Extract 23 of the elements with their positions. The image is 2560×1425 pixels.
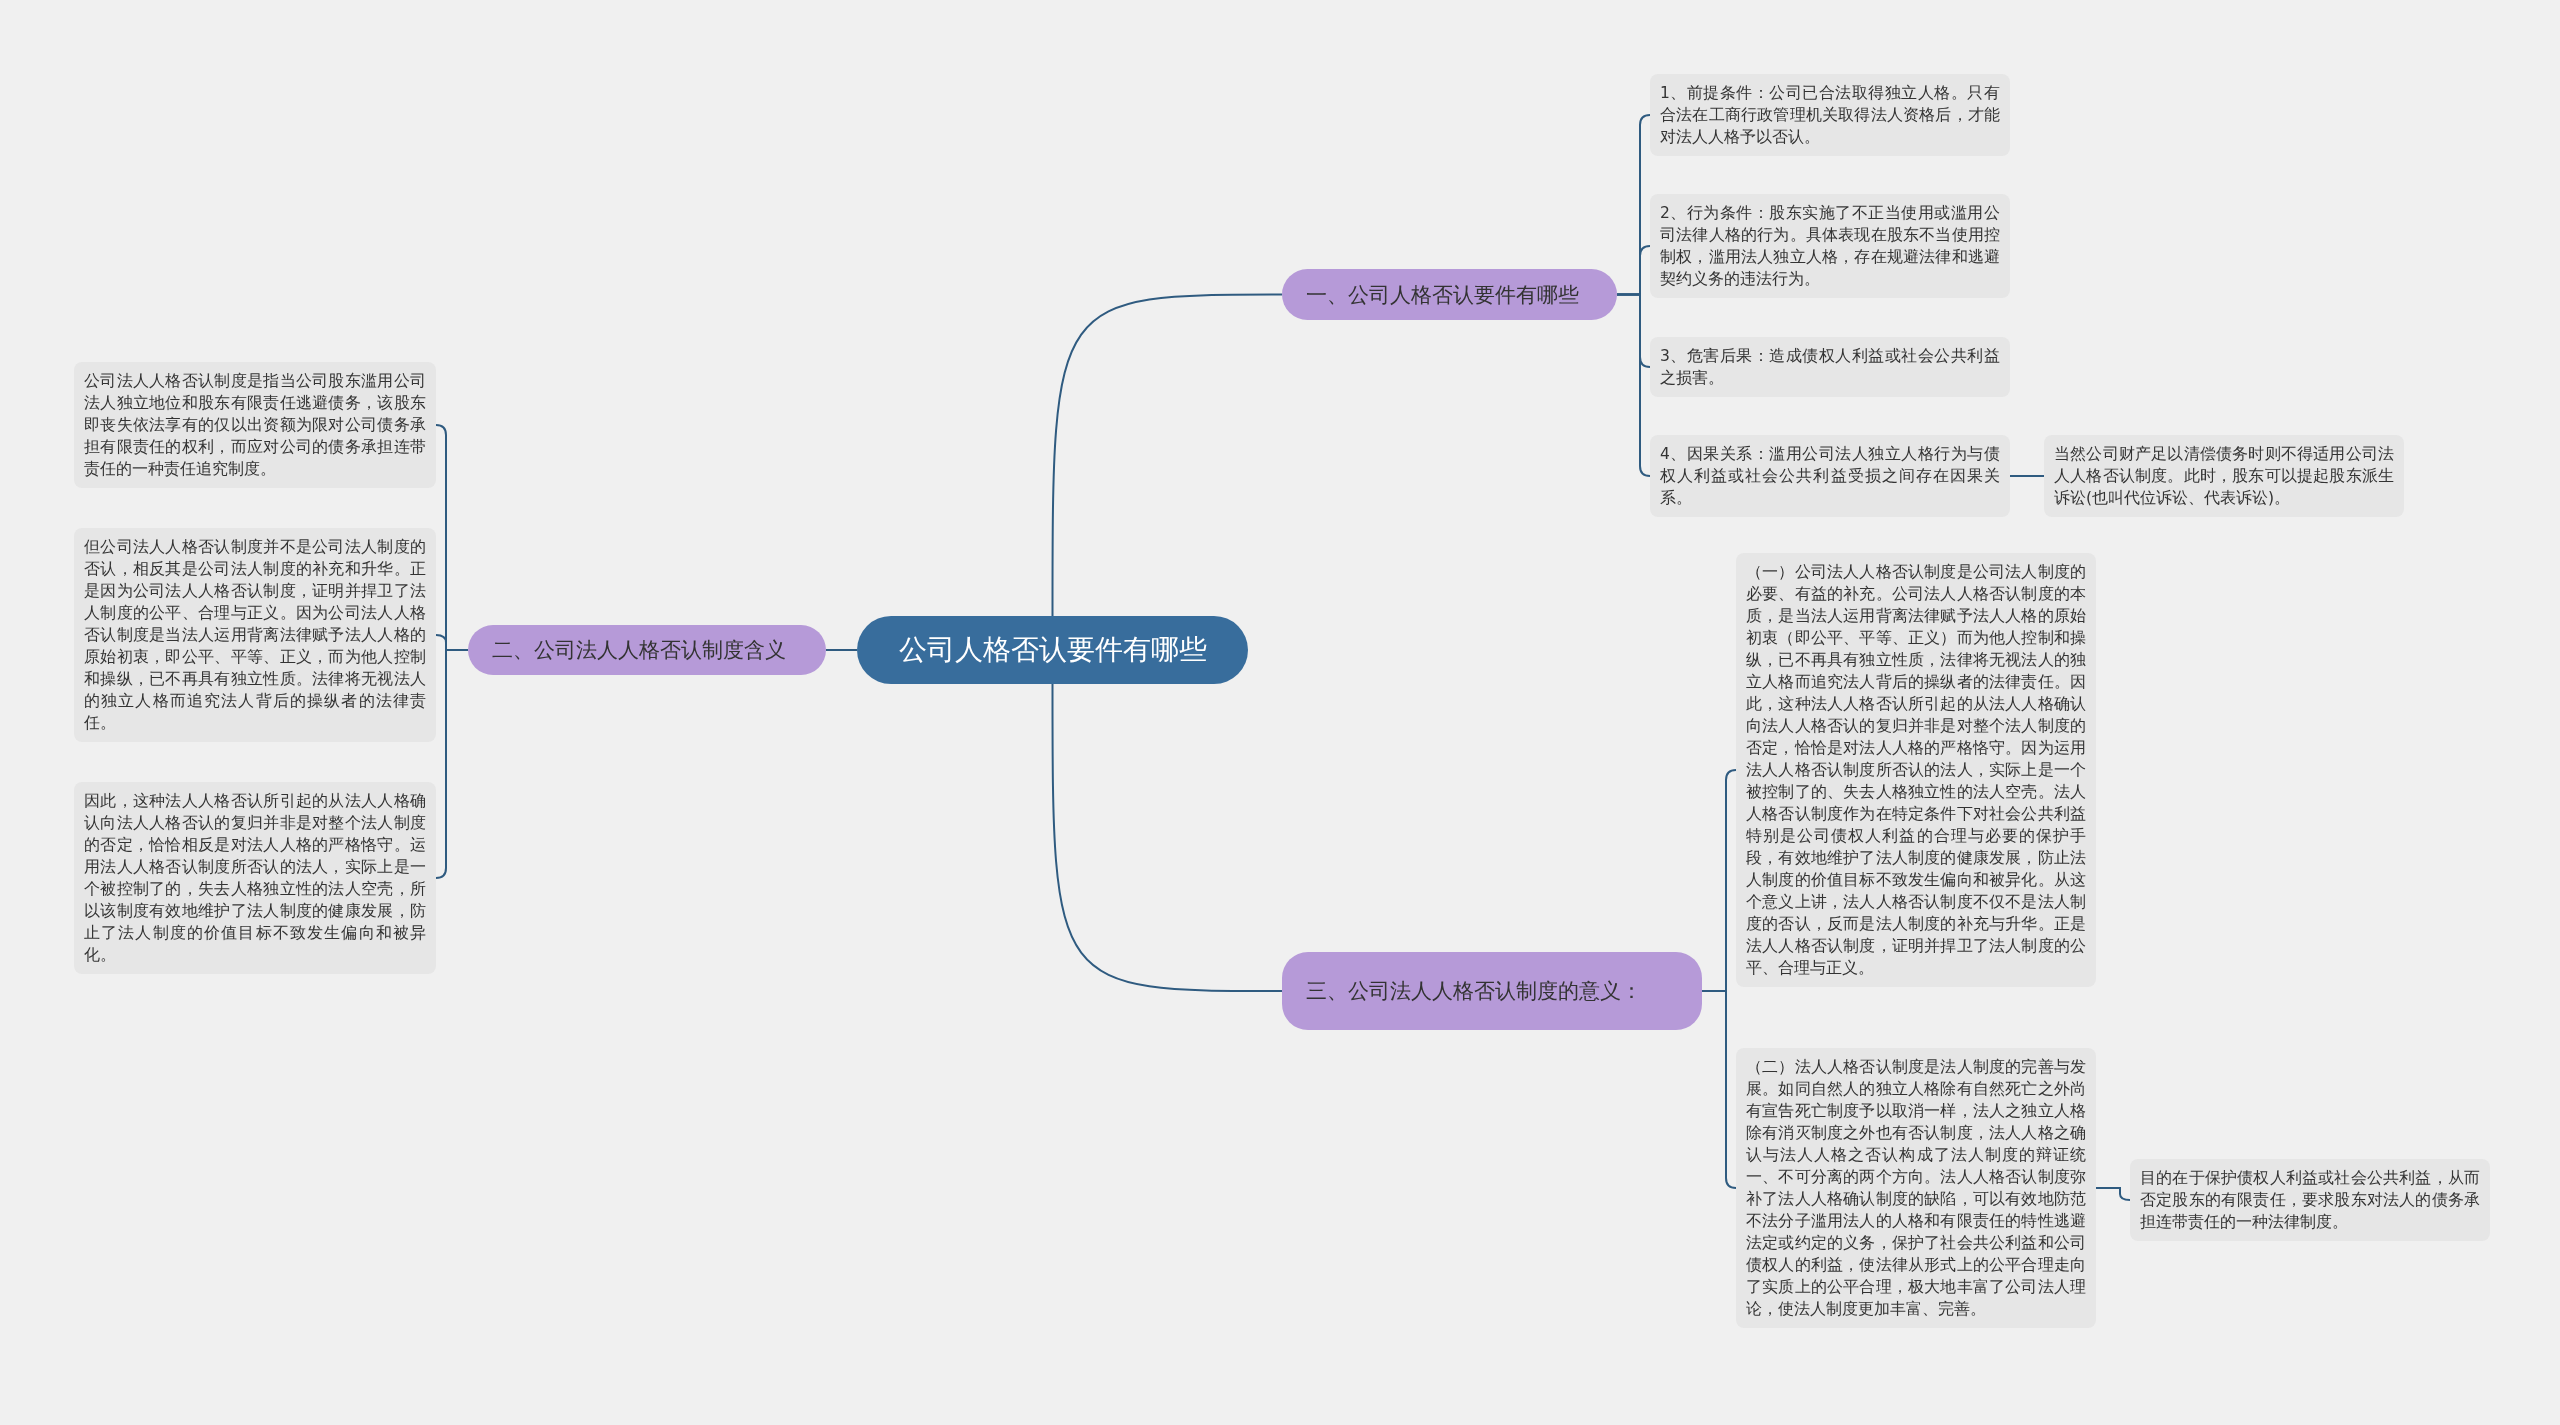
branch-topic: 二、公司法人人格否认制度含义: [468, 625, 826, 675]
connector: [2095, 1187, 2131, 1201]
connector: [2009, 475, 2045, 477]
central-topic: 公司人格否认要件有哪些: [857, 616, 1248, 684]
note-card: 1、前提条件：公司已合法取得独立人格。只有合法在工商行政管理机关取得法人资格后，才能对法人人格予以否认。: [1650, 74, 2010, 156]
note-card: 2、行为条件：股东实施了不正当使用或滥用公司法律人格的行为。具体表现在股东不当使用控制权，滥用法人独立人格，存在规避法律和逃避契约义务的违法行为。: [1650, 194, 2010, 298]
note-card: 因此，这种法人人格否认所引起的从法人人格确认向法人人格否认的复归并非是对整个法人制度的否定，恰恰相反是对法人人格的严格恪守。运用法人人格否认制度所否认的法人，实际上是一个被控制了的，失去人格独立性的法人空壳，所以该制度有效地维护了法人制度的健康发展，防止了法人制度的价值目标不致发生偏向和被异化。: [74, 782, 436, 974]
note-card: 4、因果关系：滥用公司法人独立人格行为与债权人利益或社会公共利益受损之间存在因果关系。: [1650, 435, 2010, 517]
note-card: （二）法人人格否认制度是法人制度的完善与发展。如同自然人的独立人格除有自然死亡之外尚有宣告死亡制度予以取消一样，法人之独立人格除有消灭制度之外也有否认制度，法人人格之确认与法人人格之否认构成了法人制度的辩证统一、不可分离的两个方向。法人人格否认制度弥补了法人人格确认制度的缺陷，可以有效地防范不法分子滥用法人的人格和有限责任的特性逃避法定或约定的义务，保护了社会共公利益和公司债权人的利益，使法律从形式上的公平合理走向了实质上的公平合理，极大地丰富了公司法人理论，使法人制度更加丰富、完善。: [1736, 1048, 2096, 1328]
connector: [825, 649, 858, 651]
connector: [435, 649, 469, 879]
connector: [1051, 683, 1283, 992]
note-card: 但公司法人人格否认制度并不是公司法人制度的否认，相反其是公司法人制度的补充和升华。正是因为公司法人人格否认制度，证明并捍卫了法人制度的公平、合理与正义。因为公司法人人格否认制度是当法人运用背离法律赋予法人人格的原始初衷，即公平、平等、正义，而为他人控制和操纵，已不再具有独立性质。法律将无视法人的独立人格而追究法人背后的操纵者的法律责任。: [74, 528, 436, 742]
connector: [1051, 293, 1283, 617]
note-card: 3、危害后果：造成债权人利益或社会公共利益之损害。: [1650, 337, 2010, 397]
note-card: 公司法人人格否认制度是指当公司股东滥用公司法人独立地位和股东有限责任逃避债务，该股东即丧失依法享有的仅以出资额为限对公司债务承担有限责任的权利，而应对公司的债务承担连带责任的一种责任追究制度。: [74, 362, 436, 488]
note-card: 当然公司财产足以清偿债务时则不得适用公司法人人格否认制度。此时，股东可以提起股东派生诉讼(也叫代位诉讼、代表诉讼)。: [2044, 435, 2404, 517]
note-card: 目的在于保护债权人利益或社会公共利益，从而否定股东的有限责任，要求股东对法人的债务承担连带责任的一种法律制度。: [2130, 1159, 2490, 1241]
connector: [1701, 990, 1737, 1189]
note-card: （一）公司法人人格否认制度是公司法人制度的必要、有益的补充。公司法人人格否认制度的本质，是当法人运用背离法律赋予法人人格的原始初衷（即公平、平等、正义）而为他人控制和操纵，已不再具有独立性质，法律将无视法人的独立人格而追究法人背后的操纵者的法律责任。因此，这种法人人格否认所引起的从法人人格确认向法人人格否认的复归并非是对整个法人制度的否定，恰恰是对法人人格的严格恪守。因为运用法人人格否认制度所否认的法人，实际上是一个被控制了的、失去人格独立性的法人空壳。法人人格否认制度作为在特定条件下对社会公共利益特别是公司债权人利益的合理与必要的保护手段，有效地维护了法人制度的健康发展，防止法人制度的价值目标不致发生偏向和被异化。从这个意义上讲，法人人格否认制度不仅不是法人制度的否认，反而是法人制度的补充与升华。正是法人人格否认制度，证明并捍卫了法人制度的公平、合理与正义。: [1736, 553, 2096, 987]
connector: [1616, 293, 1651, 477]
branch-topic: 一、公司人格否认要件有哪些: [1282, 269, 1617, 320]
branch-topic: 三、公司法人人格否认制度的意义：: [1282, 952, 1702, 1030]
